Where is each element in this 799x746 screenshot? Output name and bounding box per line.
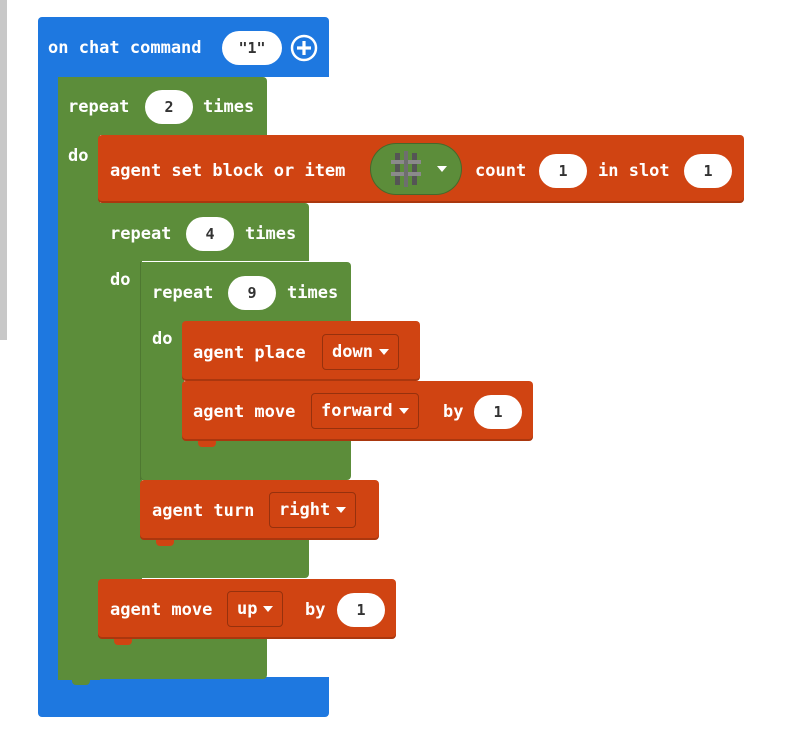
set-item-label: agent set block or item [110,161,346,181]
ladder-item-icon [387,151,425,187]
repeat-2-footer [58,637,267,679]
move-up-direction-value: up [237,599,258,619]
slot-label: in slot [598,161,670,181]
turn-direction-value: right [279,500,331,520]
plus-circle-icon[interactable] [290,34,318,62]
chevron-down-icon [263,606,274,612]
chat-command-input[interactable]: "1" [222,31,282,65]
place-direction-value: down [332,342,373,362]
workspace-left-edge [0,0,7,340]
repeat-2-count-input[interactable]: 2 [145,90,193,124]
move-forward-tab [198,441,216,447]
repeat-9-do-label: do [152,329,173,349]
repeat-9-label: repeat [152,283,214,303]
count-label: count [475,161,527,181]
repeat-4-footer [98,538,309,578]
item-picker-caret [437,166,447,172]
repeat-4-times-label: times [245,224,297,244]
repeat-2-label: repeat [68,97,130,117]
event-label: on chat command [48,38,202,58]
place-direction-dropdown[interactable]: down [322,334,399,370]
chevron-down-icon [336,507,347,513]
item-picker-dropdown[interactable] [370,143,462,195]
move-up-tab [114,639,132,645]
move-up-amount-input[interactable]: 1 [337,593,385,627]
move-forward-direction-value: forward [321,401,393,421]
repeat-2-tab [72,679,90,685]
repeat-4-do-label: do [110,270,131,290]
move-forward-direction-dropdown[interactable]: forward [311,393,419,429]
repeat-4-count-input[interactable]: 4 [186,217,234,251]
move-up-label: agent move [110,600,213,620]
agent-place-label: agent place [193,343,306,363]
move-up-by-label: by [305,600,326,620]
repeat-4-label: repeat [110,224,172,244]
turn-direction-dropdown[interactable]: right [269,492,357,528]
chevron-down-icon [398,408,409,414]
move-up-direction-dropdown[interactable]: up [227,591,284,627]
repeat-9-count-input[interactable]: 9 [228,276,276,310]
chevron-down-icon [378,349,389,355]
repeat-9-footer [140,440,351,480]
repeat-9-times-label: times [287,283,339,303]
repeat-4-arm [98,255,142,580]
event-block-arm [38,70,60,690]
move-forward-label: agent move [193,402,296,422]
repeat-2-arm [58,130,100,680]
repeat-2-times-label: times [203,97,255,117]
move-forward-by-label: by [443,402,464,422]
move-forward-amount-input[interactable]: 1 [474,395,522,429]
agent-turn-tab [156,540,174,546]
repeat-2-do-label: do [68,146,89,166]
count-input[interactable]: 1 [539,154,587,188]
agent-turn-label: agent turn [152,501,255,521]
slot-input[interactable]: 1 [684,154,732,188]
